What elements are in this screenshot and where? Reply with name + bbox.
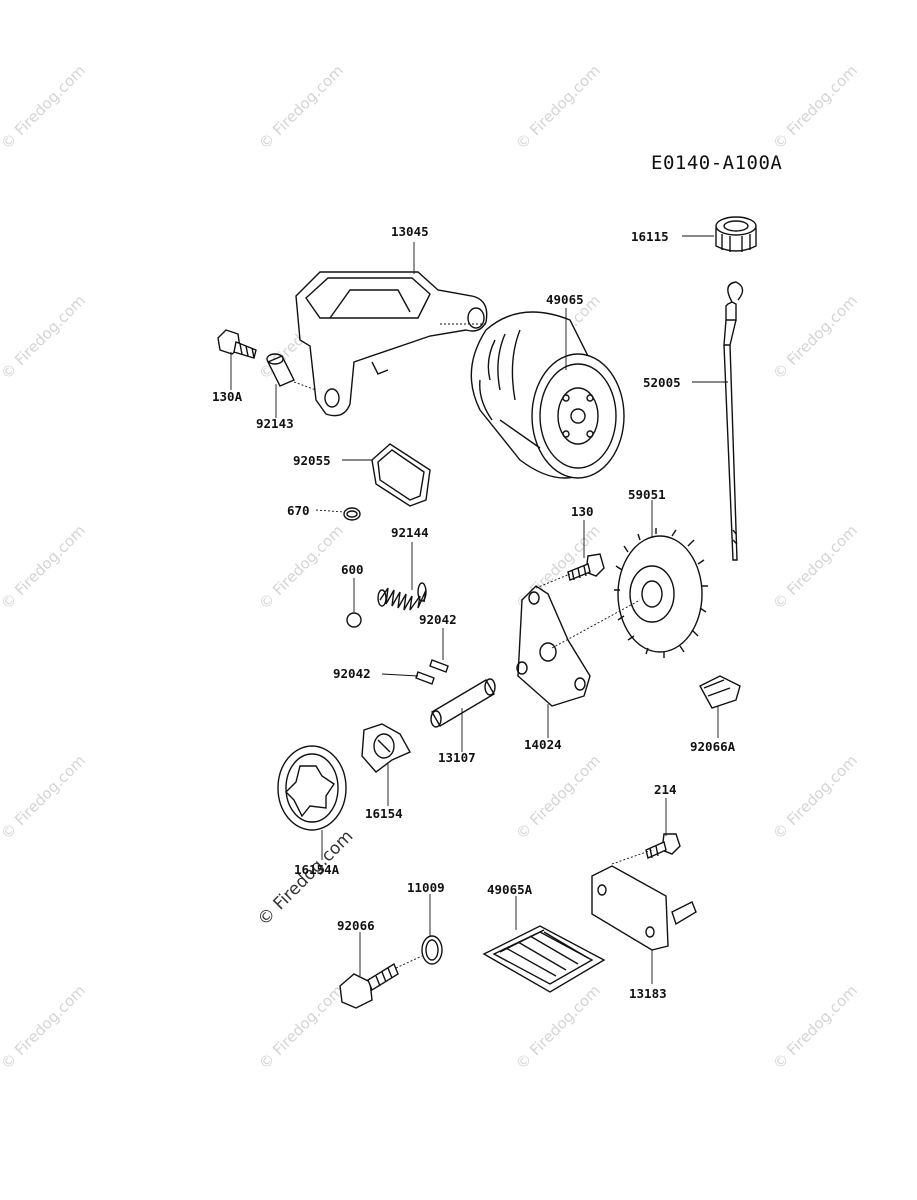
screen-49065a-part [482, 925, 606, 993]
part-label-52005[interactable]: 52005 [643, 375, 681, 390]
part-label-92144[interactable]: 92144 [391, 525, 429, 540]
part-label-16154[interactable]: 16154 [365, 806, 403, 821]
part-label-16115[interactable]: 16115 [631, 229, 669, 244]
part-label-16154A[interactable]: 16154A [294, 862, 340, 877]
part-label-600[interactable]: 600 [341, 562, 364, 577]
gasket-92055-part [371, 443, 431, 507]
gasket-11009-part [421, 935, 443, 965]
part-label-13107[interactable]: 13107 [438, 750, 476, 765]
ball-600-part [346, 612, 362, 628]
diagram-code: E0140-A100A [651, 152, 783, 174]
inner-rotor-part [361, 723, 411, 773]
bolt-214-part [645, 833, 681, 859]
pump-cover-part [516, 585, 591, 707]
part-label-92042-left[interactable]: 92042 [333, 666, 371, 681]
part-label-130[interactable]: 130 [571, 504, 594, 519]
part-label-92055[interactable]: 92055 [293, 453, 331, 468]
drain-plug-part [339, 962, 399, 1009]
part-label-14024[interactable]: 14024 [524, 737, 562, 752]
part-label-13045[interactable]: 13045 [391, 224, 429, 239]
part-label-11009[interactable]: 11009 [407, 880, 445, 895]
plate-13183-part [591, 865, 697, 951]
filler-cap-part [715, 216, 757, 252]
part-label-130A[interactable]: 130A [212, 389, 243, 404]
leader-lines [230, 235, 728, 984]
gear-59051-part [614, 528, 708, 658]
part-label-49065A[interactable]: 49065A [487, 882, 533, 897]
strainer-housing-part [295, 271, 488, 417]
part-label-670[interactable]: 670 [287, 503, 310, 518]
part-label-92066A[interactable]: 92066A [690, 739, 736, 754]
part-label-92143[interactable]: 92143 [256, 416, 294, 431]
part-label-13183[interactable]: 13183 [629, 986, 667, 1001]
part-label-49065[interactable]: 49065 [546, 292, 584, 307]
shaft-13107-part [430, 678, 496, 728]
dipstick-part [723, 281, 744, 561]
collar-92143-part [266, 353, 295, 387]
part-label-214[interactable]: 214 [654, 782, 677, 797]
bolt-130a-part [217, 329, 257, 359]
oring-670-part [343, 507, 361, 521]
oil-filter-part [470, 311, 625, 479]
part-label-92042-top[interactable]: 92042 [419, 612, 457, 627]
bolt-130-part [567, 553, 605, 581]
spring-92144-part [377, 582, 427, 611]
part-label-59051[interactable]: 59051 [628, 487, 666, 502]
outer-rotor-part [277, 745, 347, 831]
plug-92066a-part [699, 675, 741, 709]
part-label-92066[interactable]: 92066 [337, 918, 375, 933]
pin-92042-part [415, 659, 449, 685]
